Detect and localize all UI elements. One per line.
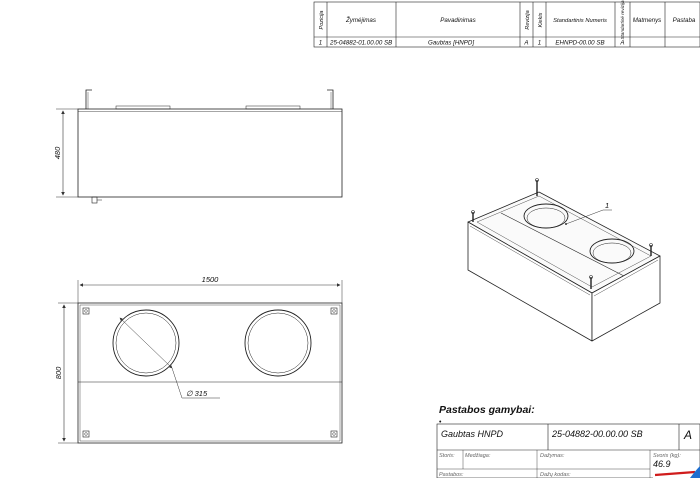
- top-width-label: 1500: [202, 275, 220, 284]
- material-label: Medžiaga:: [465, 453, 491, 459]
- row-standard-number: EHNPD-00.00 SB: [555, 40, 604, 47]
- header-revision: Revizija: [525, 10, 531, 29]
- title-block-revision: A: [683, 428, 692, 442]
- row-quantity: 1: [538, 40, 541, 47]
- top-depth-dimension: 800: [54, 302, 78, 444]
- company-logo: [653, 466, 700, 478]
- header-note: Pastaba: [673, 17, 696, 24]
- iso-view: [467, 178, 661, 342]
- header-dimensions: Matmenys: [633, 17, 662, 24]
- header-designation: Žymėjimas: [345, 16, 376, 24]
- parts-table-headers: Pozicija Žymėjimas Pavadinimas Revizija …: [319, 0, 696, 40]
- parts-table-row: 1 25-04882-01.00.00 SB Gaubtas [HNPD] A …: [319, 40, 625, 47]
- row-name: Gaubtas [HNPD]: [428, 40, 474, 47]
- weight-value: 46.9: [653, 459, 671, 469]
- front-height-label: 480: [53, 146, 62, 159]
- header-standard-number: Standartinis Numeris: [553, 18, 607, 24]
- balloon-label: 1: [605, 201, 609, 210]
- notes-bullet: •: [439, 419, 442, 426]
- row-revision: A: [523, 40, 528, 47]
- notes-label: Pastabos:: [439, 472, 464, 478]
- row-standard-revision: A: [619, 40, 624, 47]
- row-designation: 25-04882-01.00.00 SB: [329, 40, 392, 47]
- top-view: [77, 302, 343, 444]
- paint-label: Dažymas:: [540, 453, 565, 459]
- title-block-name: Gaubtas HNPD: [441, 429, 504, 439]
- top-width-dimension: 1500: [77, 275, 343, 303]
- iso-balloon: 1: [565, 201, 612, 225]
- header-standard-revision: Standartinė revizija: [620, 0, 625, 40]
- paint-code-label: Dažų kodas:: [540, 472, 571, 478]
- parts-table: [313, 1, 700, 48]
- header-name: Pavadinimas: [440, 17, 475, 24]
- title-block-number: 25-04882-00.00.00 SB: [551, 429, 643, 439]
- front-view: [77, 89, 343, 204]
- weight-label: Svoris (kg):: [653, 453, 681, 459]
- diameter-label: ∅ 315: [186, 389, 208, 398]
- header-position: Pozicija: [319, 11, 325, 30]
- top-depth-label: 800: [54, 366, 63, 379]
- front-height-dimension: 480: [53, 108, 78, 198]
- diameter-dimension: ∅ 315: [119, 317, 220, 399]
- notes-title: Pastabos gamybai:: [439, 404, 535, 416]
- header-quantity: Kiekis: [538, 12, 544, 27]
- row-position: 1: [319, 40, 322, 47]
- thickness-label: Storis:: [439, 453, 455, 459]
